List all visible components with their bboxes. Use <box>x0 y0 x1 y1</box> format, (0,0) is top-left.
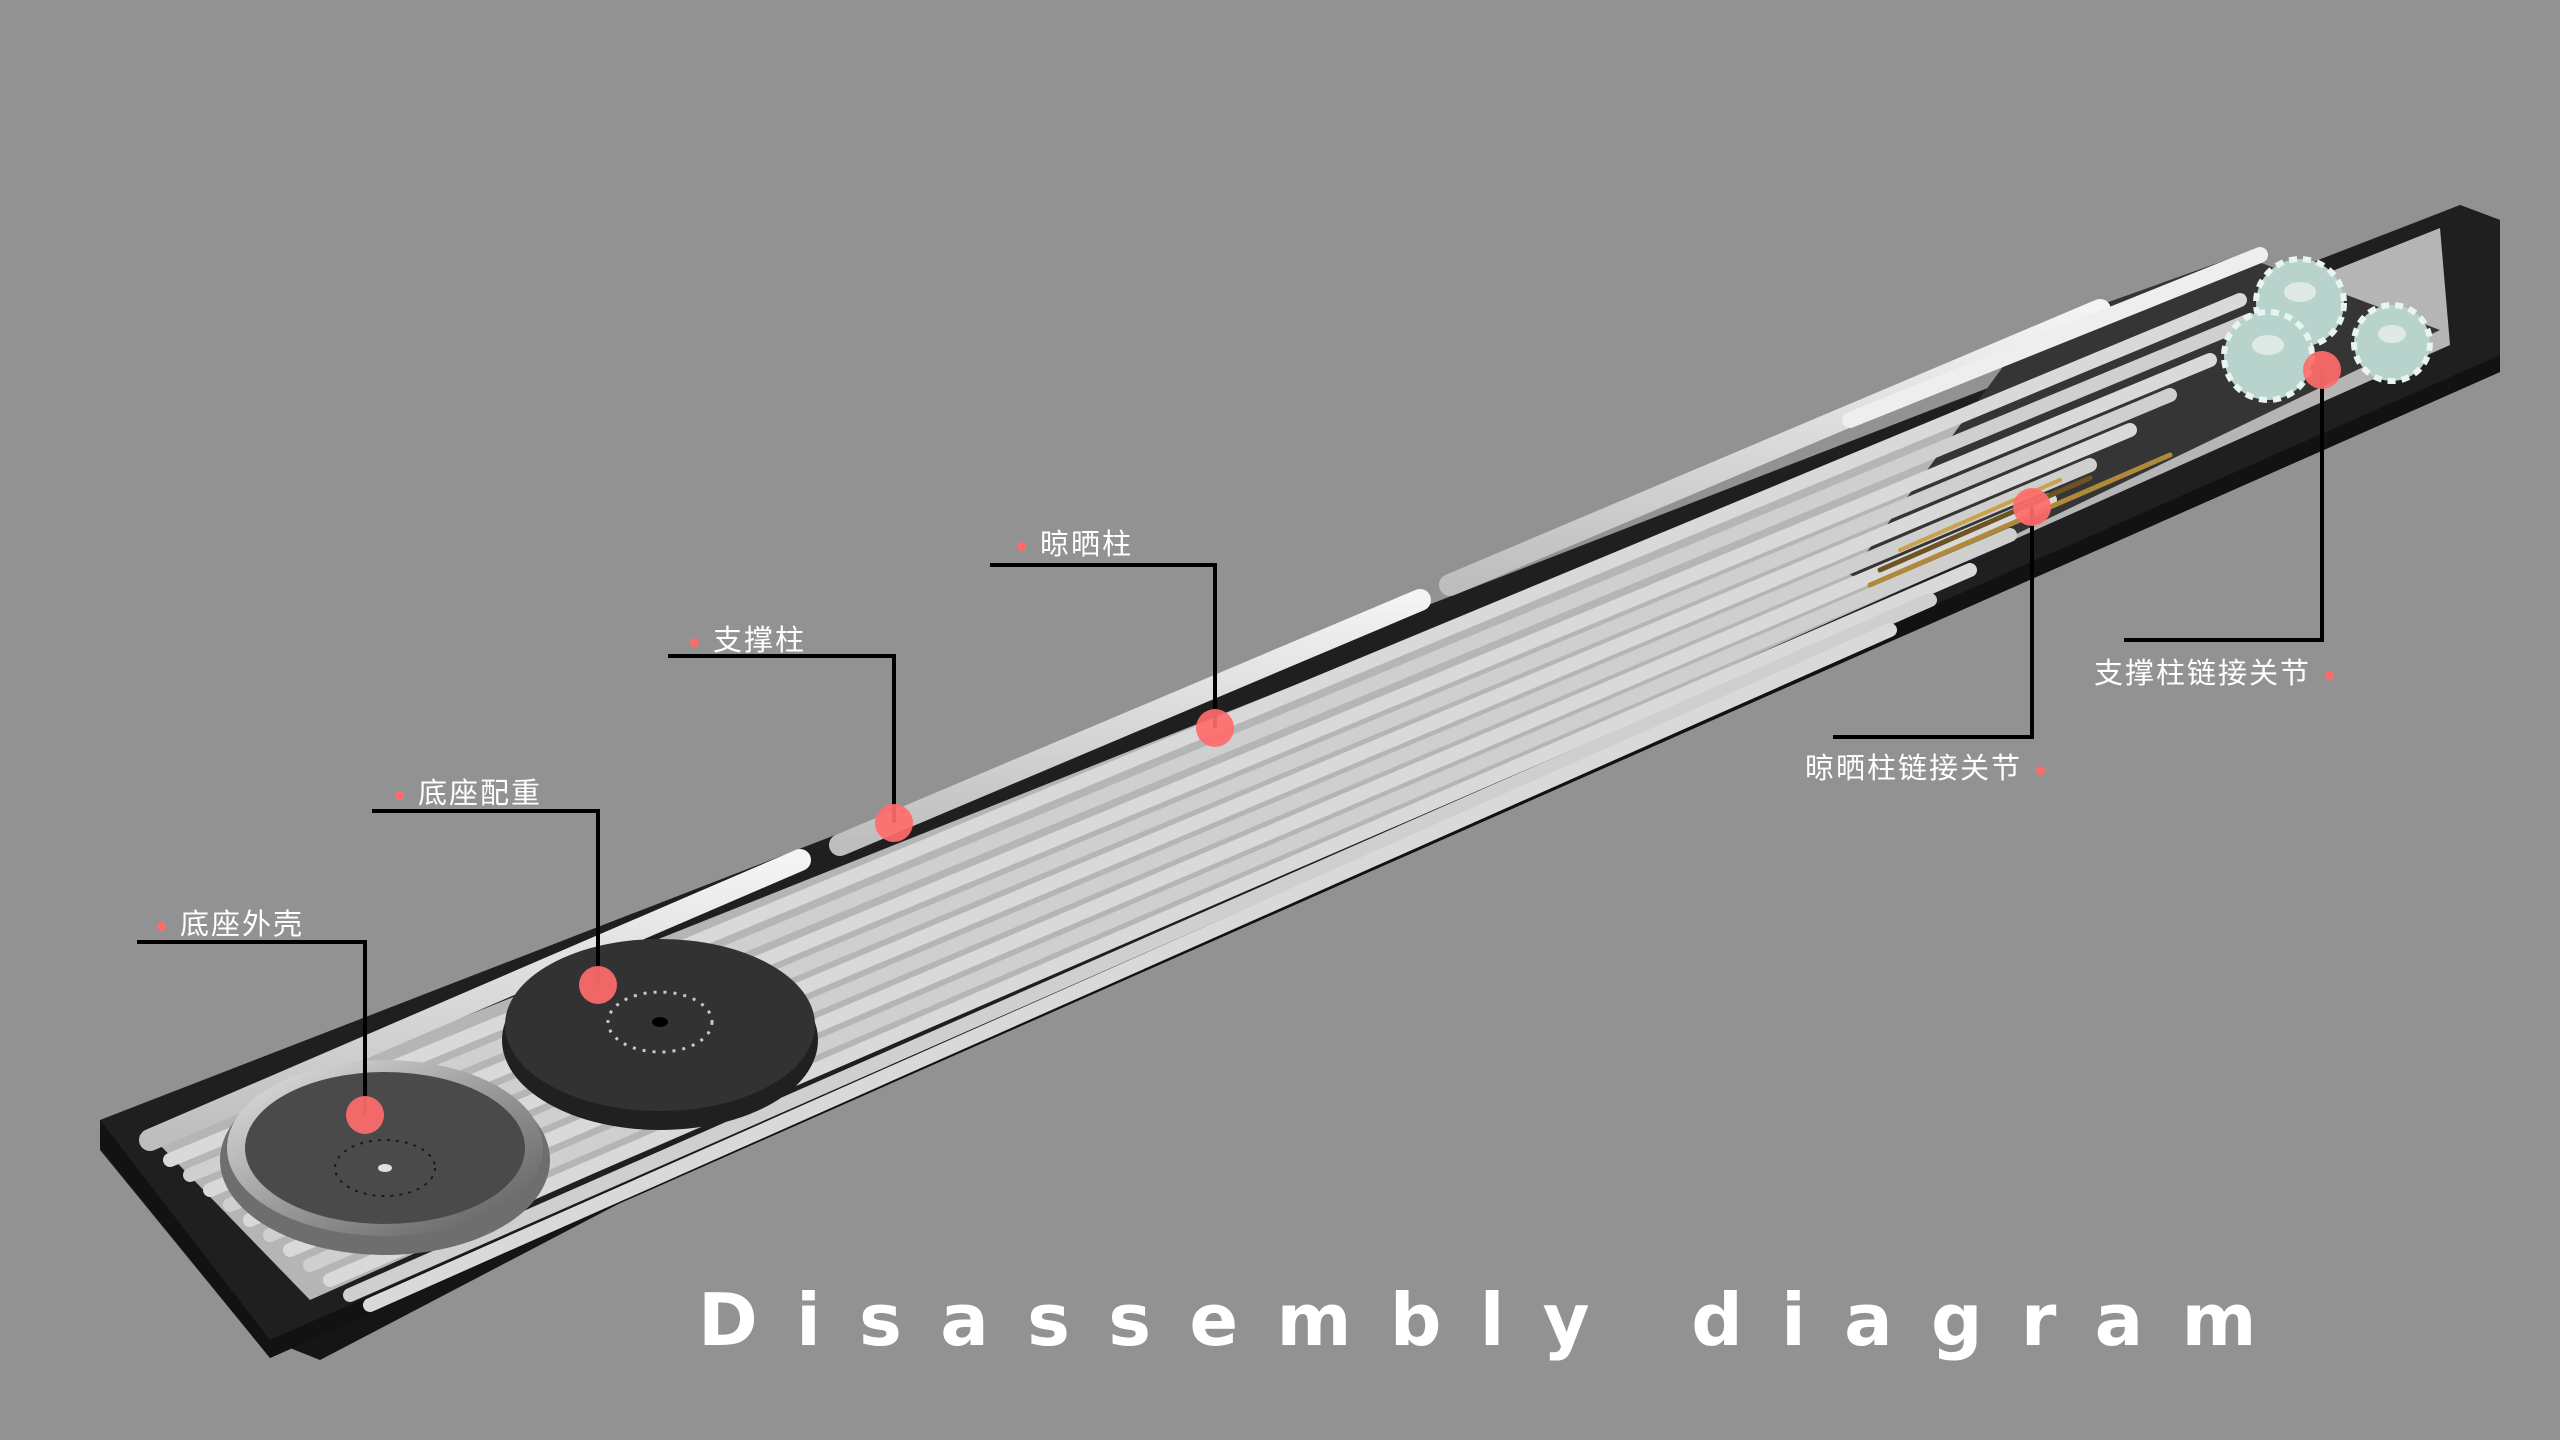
label-bullet <box>2036 765 2046 775</box>
leader-lines <box>137 370 2324 1115</box>
marker-support-pole <box>875 804 913 842</box>
label-support-pole: 支撑柱 <box>690 617 806 659</box>
label-support-joint-text: 支撑柱链接关节 <box>2094 656 2312 690</box>
marker-base-weight <box>579 966 617 1004</box>
support-joint-part <box>2221 256 2433 403</box>
leader-drying-pole <box>990 563 1217 728</box>
markers <box>346 351 2341 1134</box>
marker-drying-pole <box>1196 709 1234 747</box>
marker-drying-joint <box>2013 488 2051 526</box>
label-drying-pole-text: 晾晒柱 <box>1040 527 1134 561</box>
leader-base-shell <box>137 940 367 1115</box>
label-base-weight: 底座配重 <box>395 770 542 812</box>
label-bullet <box>2325 670 2335 680</box>
label-drying-pole: 晾晒柱 <box>1017 521 1133 563</box>
base-shell-part <box>220 1060 550 1255</box>
marker-support-joint <box>2303 351 2341 389</box>
label-base-weight-text: 底座配重 <box>418 776 543 810</box>
leader-base-weight <box>372 809 600 985</box>
base-weight-part <box>502 939 818 1130</box>
caption-title: Disassembly diagram <box>698 1278 2295 1362</box>
label-base-shell-text: 底座外壳 <box>180 907 305 941</box>
label-bullet <box>395 790 404 800</box>
label-drying-joint: 晾晒柱链接关节 <box>1805 745 2046 787</box>
label-bullet <box>690 637 699 647</box>
leader-support-pole <box>668 654 896 823</box>
label-bullet <box>157 921 166 931</box>
label-support-joint: 支撑柱链接关节 <box>2094 650 2335 692</box>
leader-drying-joint <box>1833 507 2034 739</box>
leader-support-joint <box>2124 370 2324 642</box>
label-support-pole-text: 支撑柱 <box>713 623 807 657</box>
label-drying-joint-text: 晾晒柱链接关节 <box>1805 751 2023 785</box>
label-bullet <box>1017 541 1026 551</box>
label-base-shell: 底座外壳 <box>157 901 304 943</box>
marker-base-shell <box>346 1096 384 1134</box>
